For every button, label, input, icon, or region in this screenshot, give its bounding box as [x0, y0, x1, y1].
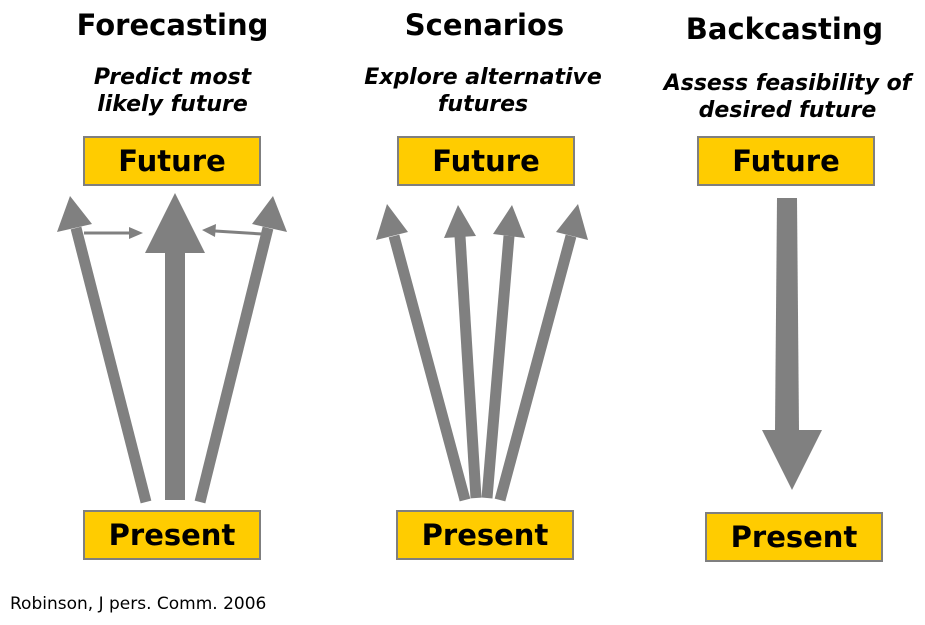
forecasting-small-arrow-right	[84, 227, 143, 239]
backcasting-arrow	[762, 198, 822, 490]
scenarios-title: Scenarios	[404, 8, 565, 42]
scenarios-arrow-4	[494, 204, 588, 502]
scenarios-present-box: Present	[396, 510, 574, 560]
forecasting-future-box: Future	[83, 136, 261, 186]
forecasting-left-arrow	[57, 196, 152, 504]
forecasting-right-arrow	[194, 196, 287, 504]
scenarios-future-box: Future	[397, 136, 575, 186]
scenarios-arrow-1	[376, 204, 471, 502]
scenarios-arrows	[376, 204, 588, 502]
forecasting-small-arrow-left	[202, 224, 263, 237]
forecasting-center-arrow	[145, 193, 205, 500]
backcasting-present-box: Present	[705, 512, 883, 562]
forecasting-arrows	[57, 193, 287, 504]
scenarios-subtitle: Explore alternative futures	[364, 65, 602, 117]
scenarios-arrow-3	[481, 205, 525, 499]
citation: Robinson, J pers. Comm. 2006	[10, 594, 267, 614]
scenarios-arrow-2	[444, 205, 482, 499]
forecasting-present-box: Present	[83, 510, 261, 560]
backcasting-subtitle: Assess feasibility of desired future	[663, 71, 912, 123]
forecasting-title: Forecasting	[76, 8, 269, 42]
backcasting-future-box: Future	[697, 136, 875, 186]
forecasting-subtitle: Predict most likely future	[93, 65, 252, 117]
backcasting-title: Backcasting	[685, 12, 884, 46]
